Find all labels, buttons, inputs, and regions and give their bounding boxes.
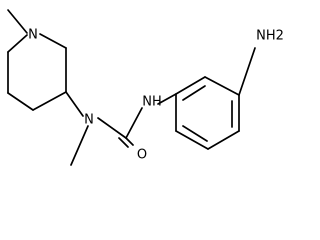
bond-b1-b2 <box>175 76 206 95</box>
atom-label-piperidine-n: N <box>28 28 38 43</box>
bond-inner-1 <box>182 85 206 101</box>
bond-urea-n-methyl <box>70 125 89 166</box>
bond-b5-b6 <box>175 130 209 150</box>
bond-c3-urea-n <box>65 91 84 117</box>
molecule-canvas: N N NH O NH2 <box>7 9 284 166</box>
piperidine-ring <box>7 9 67 111</box>
bond-b2-b3 <box>204 76 240 96</box>
bond-urea-n-carbonyl <box>97 117 127 139</box>
bond-carbonyl-double-1 <box>125 137 134 146</box>
bond-c4-c5 <box>7 92 34 111</box>
bond-c3-c4 <box>32 91 67 111</box>
bond-nmethyl <box>7 9 28 34</box>
atom-label-nh: NH <box>142 95 162 110</box>
bond-b4-b5 <box>207 130 240 150</box>
bond-carbonyl-double-2 <box>118 137 129 148</box>
bond-inner-3 <box>182 125 208 142</box>
bond-benzene-amine <box>238 47 256 96</box>
bond-c6-n1 <box>7 34 28 53</box>
benzene-ring <box>175 76 240 150</box>
atom-label-carbonyl-o: O <box>137 148 147 163</box>
bond-n1-c2 <box>39 33 67 49</box>
molecule-structure: N N NH O NH2 <box>7 9 284 166</box>
bond-carbonyl-nh <box>125 107 143 139</box>
atom-label-urea-n: N <box>84 113 94 128</box>
bond-nh-benzene <box>157 93 177 105</box>
atom-label-amine: NH2 <box>256 29 284 44</box>
